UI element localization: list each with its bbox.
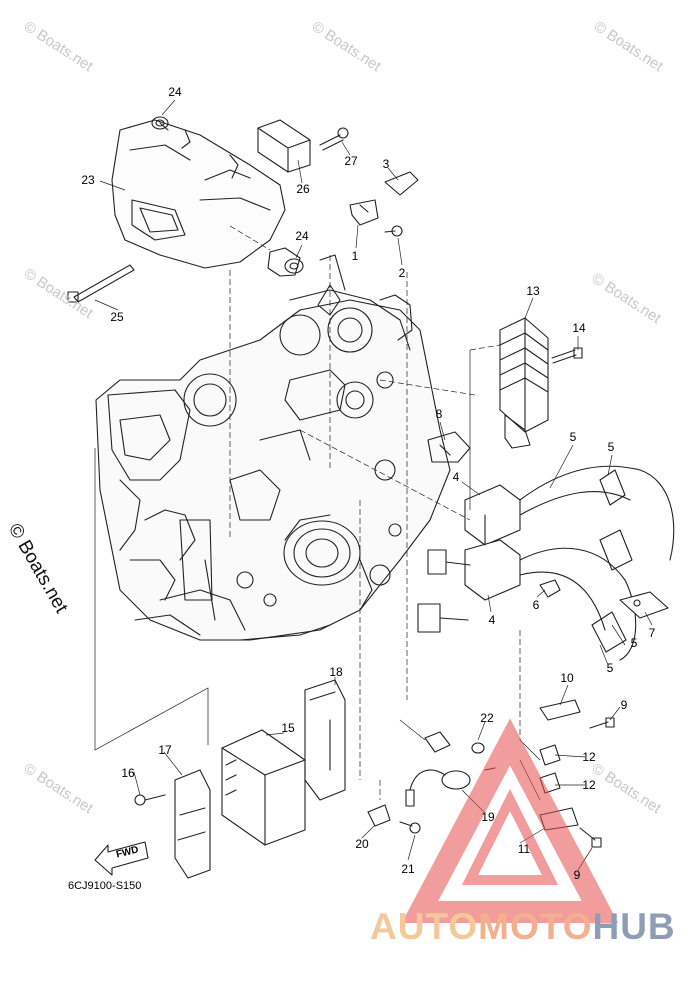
clip: [539, 579, 561, 598]
logo-part-hub: HUB: [592, 906, 676, 947]
callout-17: 17: [158, 743, 172, 757]
callout-22: 22: [480, 711, 494, 725]
ignition-coil: [464, 484, 521, 601]
logo-part-moto: MOTO: [478, 906, 593, 947]
callout-5b: 5: [607, 440, 615, 454]
bracket: [619, 591, 669, 619]
callout-15: 15: [281, 721, 295, 735]
callout-14: 14: [572, 321, 586, 335]
logo-wordmark: AUTOMOTOHUB: [370, 906, 676, 948]
callout-5d: 5: [606, 661, 614, 675]
callout-27: 27: [344, 154, 358, 168]
bracket: [349, 171, 419, 237]
connector: [417, 549, 471, 633]
callout-12a: 12: [582, 750, 596, 764]
rectifier-regulator: [499, 317, 549, 449]
callout-4b: 4: [488, 613, 496, 627]
logo-triangle: [401, 718, 619, 923]
sensor: [405, 731, 496, 807]
callout-20: 20: [355, 837, 369, 851]
callout-4a: 4: [452, 470, 460, 484]
callout-6: 6: [532, 598, 540, 612]
callout-9a: 9: [620, 698, 628, 712]
callout-19: 19: [481, 810, 495, 824]
callout-21: 21: [401, 862, 415, 876]
logo-part-auto: AUTO: [370, 906, 479, 947]
diagram-code: 6CJ9100-S150: [68, 880, 142, 892]
callout-16: 16: [121, 766, 135, 780]
callout-24: 24: [168, 85, 182, 99]
callout-5a: 5: [569, 430, 577, 444]
bolt: [551, 347, 583, 364]
callout-8: 8: [435, 407, 443, 421]
ecm-unit: [221, 729, 306, 846]
junction-box: [257, 119, 311, 173]
callout-18: 18: [329, 665, 343, 679]
callout-12b: 12: [582, 778, 596, 792]
electrical-cover: [111, 119, 286, 269]
callout-5c: 5: [630, 636, 638, 650]
grommet: [151, 116, 304, 277]
callout-23: 23: [81, 173, 95, 187]
callout-1: 1: [351, 249, 359, 263]
callout-7: 7: [648, 626, 656, 640]
callout-2: 2: [398, 266, 406, 280]
callout-10: 10: [560, 671, 574, 685]
cable-tie: [67, 264, 135, 303]
fwd-arrow: [94, 841, 149, 876]
engine-block: [95, 254, 451, 641]
bolt: [579, 717, 615, 848]
bracket: [304, 679, 346, 801]
bracket: [367, 804, 421, 834]
bracket: [539, 699, 581, 721]
clamp: [427, 431, 471, 463]
bolt: [134, 794, 166, 806]
callout-25: 25: [110, 310, 124, 324]
callout-3: 3: [382, 157, 390, 171]
callout-26: 26: [296, 182, 310, 196]
callout-24b: 24: [295, 229, 309, 243]
callout-11: 11: [517, 842, 531, 856]
bolt: [319, 127, 349, 151]
bracket: [174, 769, 211, 879]
callout-9b: 9: [573, 868, 581, 882]
callout-13: 13: [526, 284, 540, 298]
